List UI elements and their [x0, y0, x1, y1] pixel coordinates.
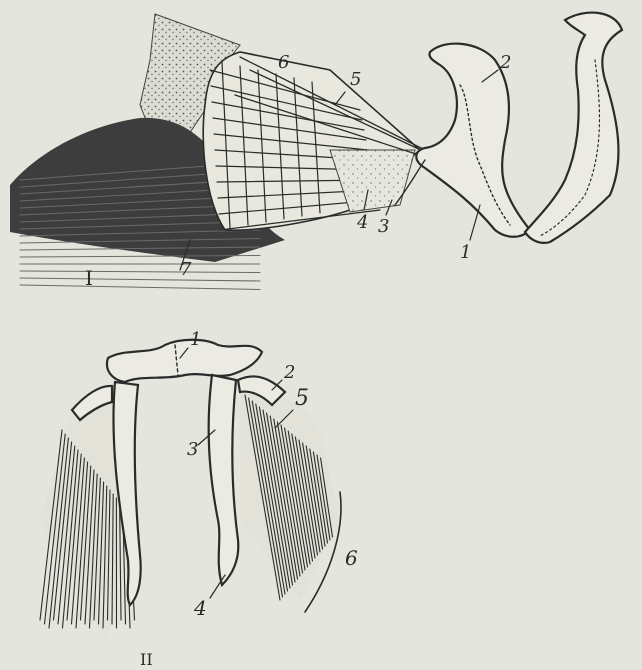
girdle-bar-1 [107, 340, 262, 382]
label-ii-2: 2 [283, 362, 295, 383]
figure-part-2: 1 2 5 3 4 6 II [40, 329, 358, 669]
right-fin [240, 389, 340, 600]
label-i-4: 4 [356, 212, 368, 233]
label-i-3: 3 [378, 216, 389, 237]
figure-numeral-i: I [85, 266, 93, 290]
label-ii-4: 4 [193, 596, 207, 620]
figure-part-1: 6 5 2 3 4 1 7 I [10, 13, 622, 290]
bone-1-2 [416, 44, 530, 237]
label-i-7: 7 [180, 259, 192, 280]
label-ii-1: 1 [190, 329, 201, 350]
label-i-5: 5 [350, 69, 361, 90]
label-i-2: 2 [499, 52, 511, 73]
shoulder-bone [525, 13, 622, 243]
label-i-6: 6 [278, 52, 289, 73]
figure-numeral-ii: II [140, 650, 153, 669]
label-i-1: 1 [460, 242, 471, 263]
label-ii-6: 6 [345, 546, 358, 570]
label-ii-5: 5 [295, 386, 309, 411]
label-ii-3: 3 [187, 439, 198, 460]
